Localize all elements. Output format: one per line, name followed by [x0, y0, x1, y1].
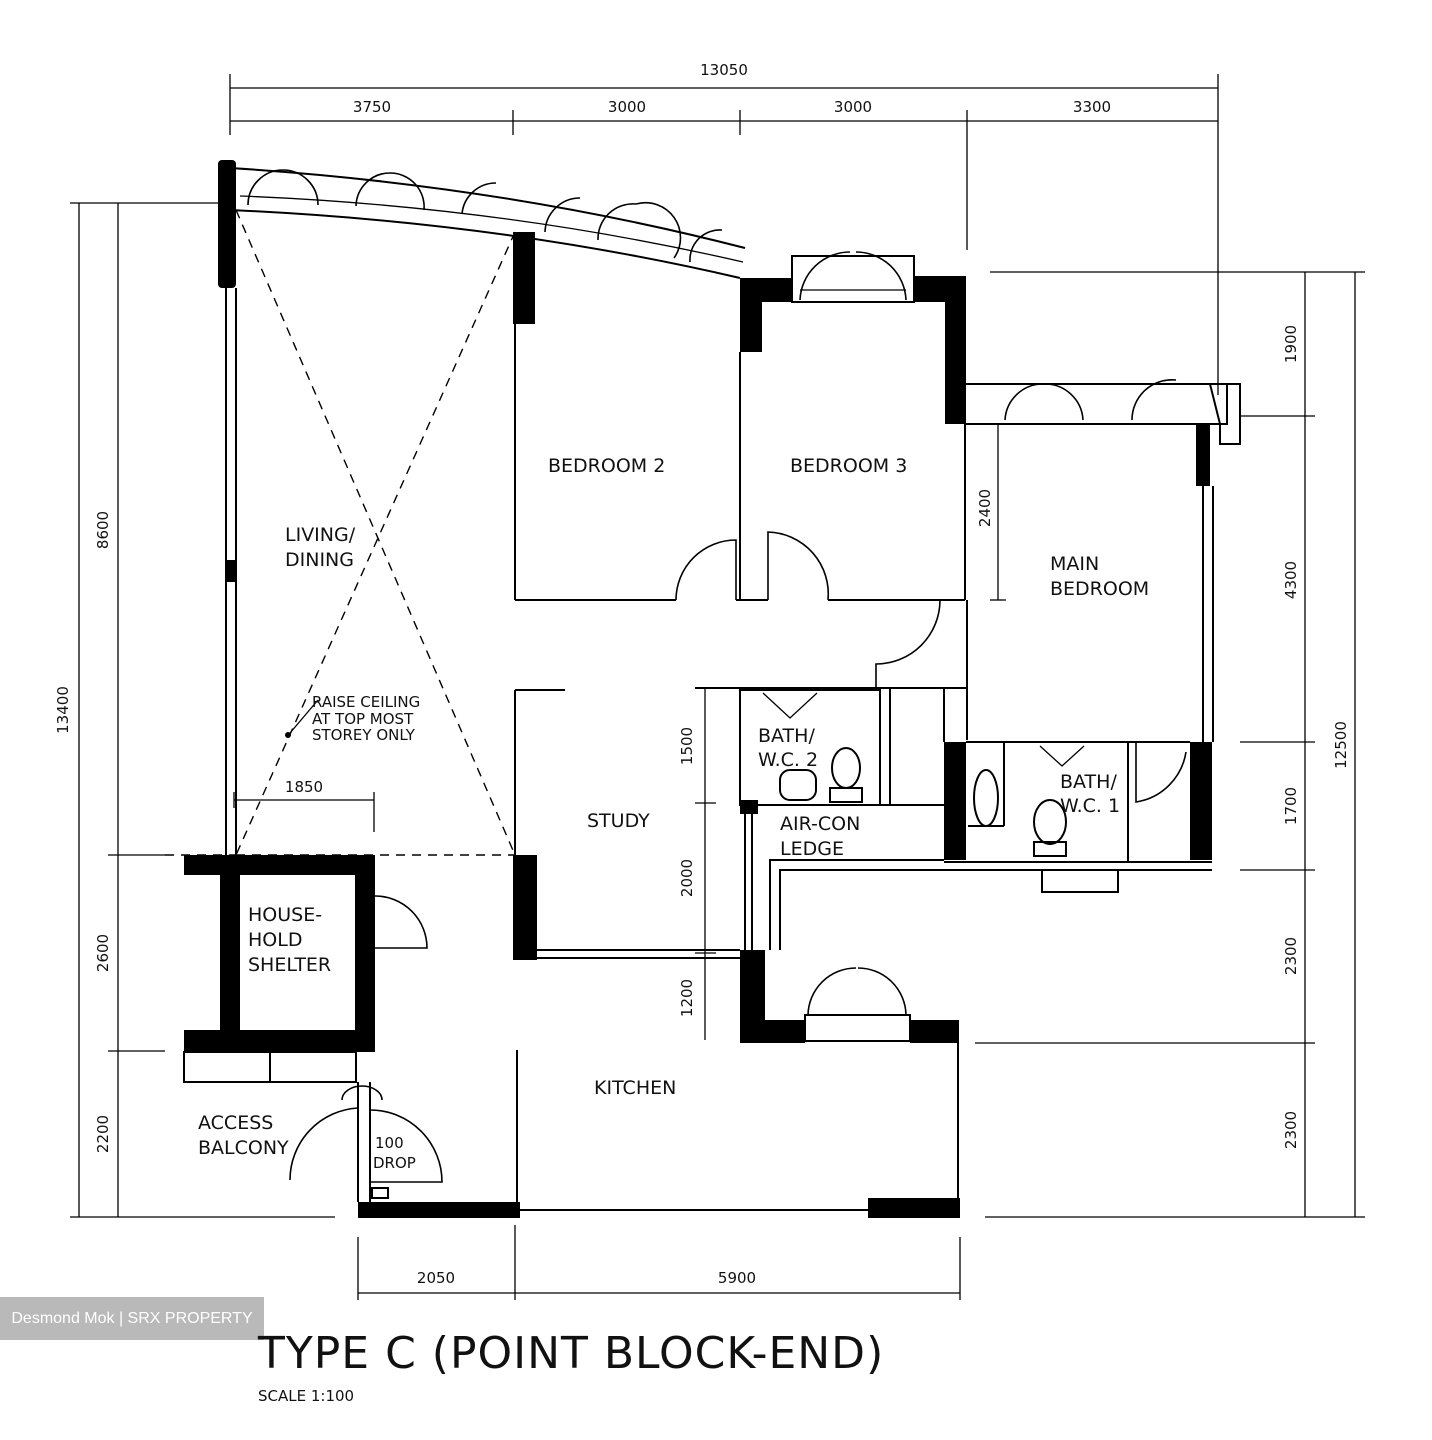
room-label-living-line1: LIVING/ [285, 524, 356, 546]
room-label-living-line2: DINING [285, 549, 354, 571]
room-label-access-line1: ACCESS [198, 1112, 273, 1134]
room-label-kitchen: KITCHEN [594, 1077, 676, 1099]
dim-inner-1200: 1200 [678, 979, 696, 1017]
room-label-study: STUDY [587, 810, 650, 832]
plan-title: TYPE C (POINT BLOCK-END) [258, 1328, 885, 1379]
room-label-main-bedroom-line1: MAIN [1050, 553, 1099, 575]
dim-bottom-2: 5900 [718, 1269, 756, 1287]
dim-right-1: 1900 [1282, 325, 1300, 363]
curved-window-facade [218, 160, 746, 324]
room-label-bedroom-2: BEDROOM 2 [548, 455, 665, 477]
living-dining-walls [165, 209, 565, 856]
room-label-main-bedroom-line2: BEDROOM [1050, 578, 1149, 600]
note-drop-line1: 100 [375, 1134, 404, 1152]
dim-inner-1500: 1500 [678, 727, 696, 765]
household-shelter-walls [183, 855, 428, 1083]
dim-right-total: 12500 [1332, 721, 1350, 769]
dim-right-2: 4300 [1282, 561, 1300, 599]
room-label-aircon-line2: LEDGE [780, 838, 844, 860]
bedroom3-walls [739, 276, 966, 601]
dim-bottom-1: 2050 [417, 1269, 455, 1287]
dim-top-1: 3750 [353, 98, 391, 116]
room-label-bath2-line1: BATH/ [758, 725, 815, 747]
note-raise-ceiling-line1: RAISE CEILING [312, 693, 420, 711]
plan-scale: SCALE 1:100 [258, 1387, 355, 1405]
room-label-shelter-line2: HOLD [248, 929, 302, 951]
dimension-lines-top [229, 74, 1219, 395]
watermark-badge: Desmond Mok | SRX PROPERTY [0, 1297, 264, 1340]
aircon-ledge-walls [740, 800, 944, 950]
access-balcony [289, 1082, 443, 1202]
dim-right-3: 1700 [1282, 787, 1300, 825]
room-label-aircon-line1: AIR-CON [780, 813, 860, 835]
dim-right-5: 2300 [1282, 1111, 1300, 1149]
main-bedroom-walls [875, 379, 1241, 742]
kitchen-walls [358, 950, 960, 1218]
dim-inner-2400: 2400 [976, 489, 994, 527]
room-label-access-line2: BALCONY [198, 1137, 289, 1159]
room-label-shelter-line1: HOUSE- [248, 904, 322, 926]
dim-left-3: 2200 [94, 1115, 112, 1153]
dim-top-2: 3000 [608, 98, 646, 116]
room-label-bath1-line1: BATH/ [1060, 771, 1117, 793]
dim-top-total: 13050 [700, 61, 748, 79]
bedroom3-window [791, 251, 915, 303]
dim-inner-2000: 2000 [678, 859, 696, 897]
note-raise-ceiling-line2: AT TOP MOST [312, 710, 414, 728]
dim-left-2: 2600 [94, 934, 112, 972]
bedroom2-walls [514, 324, 740, 601]
dim-right-4: 2300 [1282, 937, 1300, 975]
dim-left-total: 13400 [54, 686, 72, 734]
room-label-shelter-line3: SHELTER [248, 954, 331, 976]
bath1-walls [944, 741, 1212, 893]
room-label-bedroom-3: BEDROOM 3 [790, 455, 907, 477]
dim-left-1: 8600 [94, 511, 112, 549]
dim-top-4: 3300 [1073, 98, 1111, 116]
dimension-lines-left [70, 202, 335, 1218]
dimension-lines-bottom [357, 1225, 961, 1300]
dimension-lines-right [975, 271, 1365, 1218]
study-walls [513, 688, 740, 1040]
dim-inner-1850: 1850 [285, 778, 323, 796]
room-label-bath1-line2: W.C. 1 [1060, 795, 1120, 817]
bath2-walls [695, 687, 968, 806]
dim-top-3: 3000 [834, 98, 872, 116]
note-drop-line2: DROP [373, 1154, 416, 1172]
room-label-bath2-line2: W.C. 2 [758, 749, 818, 771]
note-raise-ceiling-line3: STOREY ONLY [312, 726, 416, 744]
